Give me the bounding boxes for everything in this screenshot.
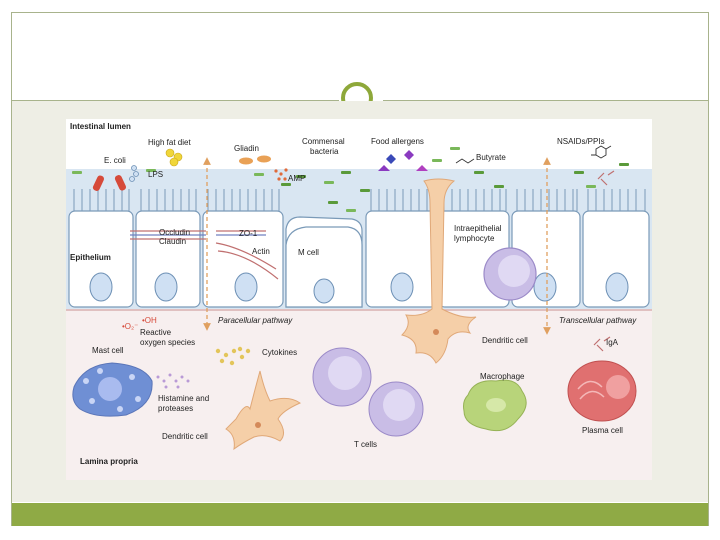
- amp-icon: [274, 168, 288, 181]
- bacteria-label: bacteria: [310, 147, 339, 156]
- ros-oh-label: •OH: [142, 316, 157, 325]
- gliadin-label: Gliadin: [234, 144, 259, 153]
- ros-o2-label: •O₂⁻: [122, 322, 138, 331]
- dendritic-cell-upper: [401, 178, 477, 364]
- mast-cell: [72, 362, 153, 417]
- high-fat-diet-icon: [165, 148, 183, 167]
- amp-label: AMP: [288, 174, 305, 183]
- reactive-label: Reactive: [140, 328, 172, 337]
- transcellular-label: Transcellular pathway: [559, 316, 637, 325]
- commensal-label: Commensal: [302, 137, 345, 146]
- histamine-label: Histamine and: [158, 394, 209, 403]
- lumen-region: [66, 119, 652, 174]
- dendritic-cell-lower: [225, 370, 302, 451]
- iga-icon: [593, 170, 615, 352]
- tight-junctions: [130, 230, 279, 280]
- dendritic-cell-lower-label: Dendritic cell: [162, 432, 208, 441]
- footer-band: [12, 503, 708, 526]
- nsaids-molecule-icon: [591, 145, 612, 159]
- actin-label: Actin: [252, 247, 270, 256]
- epithelium-label: Epithelium: [70, 253, 111, 262]
- epithelial-nuclei: [89, 272, 629, 302]
- cytokines-icon: [215, 346, 251, 366]
- butyrate-label: Butyrate: [476, 153, 506, 162]
- occludin-label: Occludin: [159, 228, 190, 237]
- lamina-propria-label: Lamina propria: [80, 457, 138, 466]
- histamine-dots: [156, 373, 190, 389]
- microvilli: [73, 189, 646, 211]
- plasma-cell: [567, 360, 637, 422]
- lps-icon: [129, 165, 139, 182]
- nsaids-label: NSAIDs/PPIs: [557, 137, 605, 146]
- ecoli-icon: [92, 175, 127, 191]
- m-cell-nucleus: [313, 278, 335, 304]
- t-cells-label: T cells: [354, 440, 377, 449]
- macrophage: [463, 379, 527, 432]
- food-allergens-icon: [378, 150, 428, 171]
- gliadin-icon: [239, 155, 271, 165]
- m-cell: [285, 226, 363, 308]
- commensal-bacteria-icons: [72, 147, 629, 212]
- iga-label: IgA: [606, 338, 619, 347]
- ecoli-label: E. coli: [104, 156, 126, 165]
- intestinal-barrier-diagram: Intestinal lumen Epithelium Lamina propr…: [66, 119, 652, 480]
- dendritic-cell-upper-label: Dendritic cell: [482, 336, 528, 345]
- m-cell-label: M cell: [298, 248, 319, 257]
- t-cells: [312, 347, 424, 437]
- macrophage-label: Macrophage: [480, 372, 525, 381]
- intestinal-lumen-label: Intestinal lumen: [70, 122, 131, 131]
- lymphocyte-label: lymphocyte: [454, 234, 495, 243]
- lps-label: LPS: [148, 170, 163, 179]
- cytokines-label: Cytokines: [262, 348, 297, 357]
- high-fat-diet-label: High fat diet: [148, 138, 191, 147]
- claudin-label: Claudin: [159, 237, 186, 246]
- mast-cell-label: Mast cell: [92, 346, 124, 355]
- plasma-cell-label: Plasma cell: [582, 426, 623, 435]
- intraepithelial-label: Intraepithelial: [454, 224, 502, 233]
- title-divider-right: [383, 100, 708, 101]
- zo1-label: ZO-1: [239, 229, 258, 238]
- food-allergens-label: Food allergens: [371, 137, 424, 146]
- proteases-label: proteases: [158, 404, 193, 413]
- paracellular-label: Paracellular pathway: [218, 316, 293, 325]
- oxygen-species-label: oxygen species: [140, 338, 195, 347]
- title-divider-left: [12, 100, 339, 101]
- butyrate-molecule-icon: [455, 158, 475, 164]
